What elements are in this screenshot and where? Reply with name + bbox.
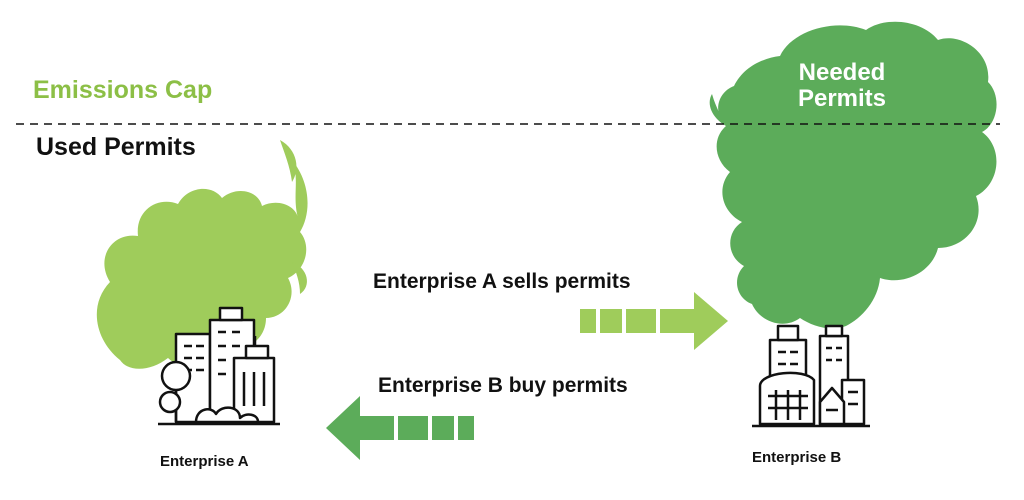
enterprise-b-smoke-cloud [709, 21, 997, 329]
buy-permits-label: Enterprise B buy permits [378, 374, 628, 397]
sell-permits-label: Enterprise A sells permits [373, 270, 631, 293]
needed-permits-line1: Needed [798, 59, 886, 86]
buy-permits-arrow [326, 396, 474, 460]
city-buildings-with-trees-icon [158, 306, 280, 426]
used-permits-label: Used Permits [36, 133, 196, 161]
needed-permits-line2: Permits [797, 85, 887, 112]
city-buildings-icon [752, 324, 870, 428]
enterprise-a-label: Enterprise A [160, 453, 249, 470]
enterprise-b-label: Enterprise B [752, 449, 842, 466]
sell-permits-arrow [580, 292, 728, 350]
needed-permits-label: Needed Permits [776, 60, 908, 112]
emissions-cap-label: Emissions Cap [33, 76, 213, 104]
enterprise-a-smoke-cloud [96, 140, 308, 369]
